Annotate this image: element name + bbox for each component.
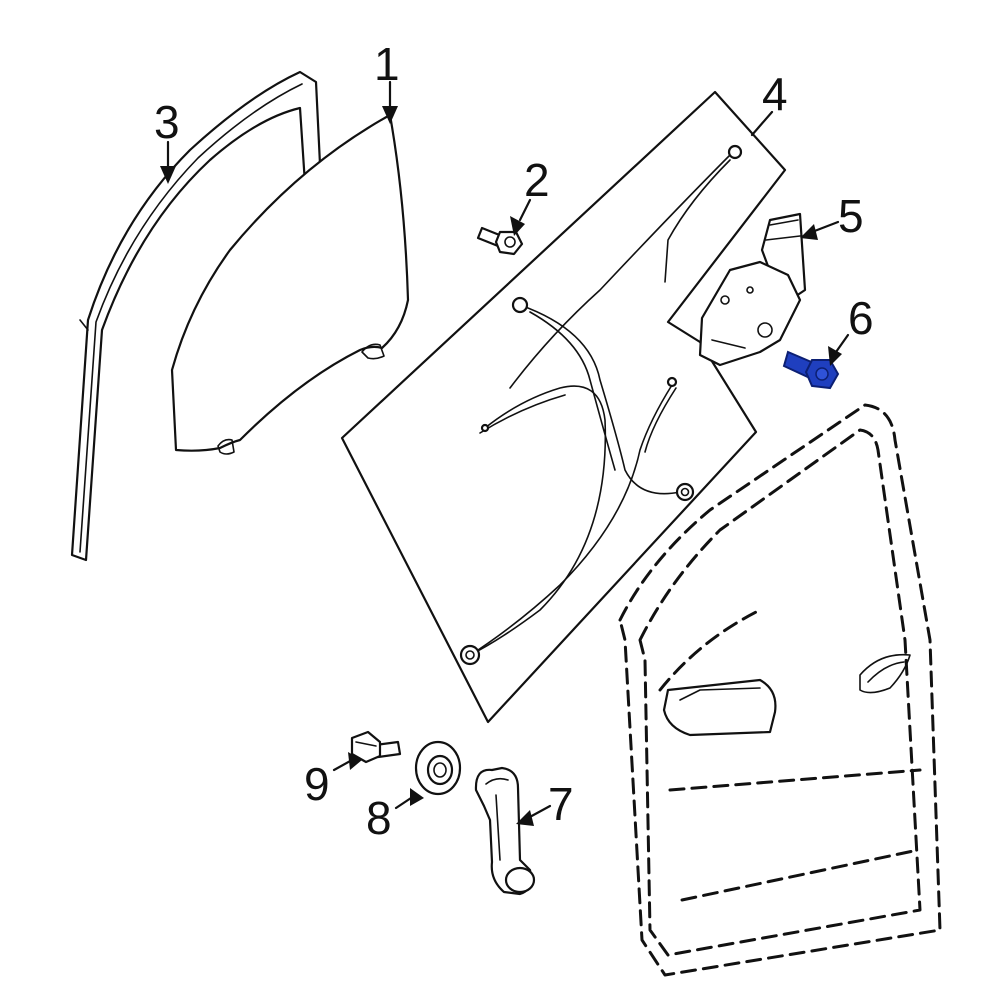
callout-8[interactable]: 8: [366, 792, 392, 844]
callout-1[interactable]: 1: [374, 38, 400, 90]
callout-9[interactable]: 9: [304, 758, 330, 810]
callout-7[interactable]: 7: [548, 778, 574, 830]
part-4-window-regulator[interactable]: [340, 90, 787, 724]
part-6-bolt-highlighted[interactable]: [782, 350, 840, 390]
part-1-door-glass[interactable]: [170, 113, 410, 455]
callout-4[interactable]: 4: [762, 68, 788, 120]
part-2-bolt[interactable]: [476, 226, 524, 256]
part-8-washer[interactable]: [414, 740, 462, 796]
callout-3[interactable]: 3: [154, 96, 180, 148]
part-9-bolt[interactable]: [350, 730, 402, 764]
part-5-window-motor[interactable]: [698, 212, 807, 367]
callout-2[interactable]: 2: [524, 154, 550, 206]
door-outline: [618, 403, 942, 977]
callout-6[interactable]: 6: [848, 292, 874, 344]
callout-leaders: [160, 80, 850, 826]
callout-labels: 1 2 3 4 5 6 7 8 9: [154, 38, 874, 844]
part-7-window-crank[interactable]: [474, 766, 536, 896]
callout-5[interactable]: 5: [838, 190, 864, 242]
